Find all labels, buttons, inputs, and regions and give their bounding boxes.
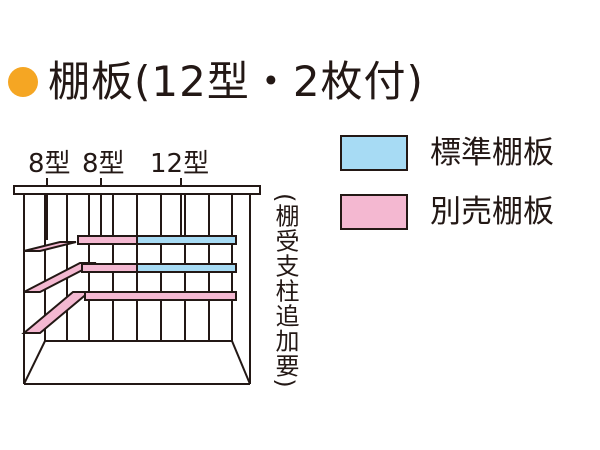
page-title: 棚板(12型・2枚付) bbox=[48, 57, 424, 106]
legend: 標準棚板 別売棚板 bbox=[340, 133, 554, 251]
legend-item-standard: 標準棚板 bbox=[340, 133, 554, 173]
optional-swatch bbox=[340, 194, 408, 230]
shelf-middle-left bbox=[81, 263, 138, 273]
legend-item-optional: 別売棚板 bbox=[340, 192, 554, 232]
shelf-top-side bbox=[23, 241, 77, 252]
cabinet-roof bbox=[13, 185, 261, 195]
legend-label-standard: 標準棚板 bbox=[430, 134, 554, 171]
orange-bullet-icon bbox=[8, 67, 38, 97]
label-8-type-b: 8型 bbox=[82, 149, 125, 179]
shelf-middle-right bbox=[136, 263, 237, 273]
label-8-type-a: 8型 bbox=[28, 149, 71, 179]
shelf-top-right bbox=[136, 235, 237, 245]
cabinet-floor-left bbox=[23, 340, 46, 385]
shelf-labels: 8型 8型 12型 bbox=[28, 149, 209, 179]
storage-cabinet bbox=[13, 185, 261, 385]
shelf-bottom-back bbox=[84, 291, 237, 301]
cabinet-floor-right bbox=[231, 340, 251, 385]
standard-swatch bbox=[340, 135, 408, 171]
shelf-top-left bbox=[77, 235, 138, 245]
shelf-bottom-side bbox=[21, 291, 92, 334]
legend-label-optional: 別売棚板 bbox=[430, 193, 554, 230]
label-12-type: 12型 bbox=[150, 149, 209, 179]
side-note: (棚受支柱追加要) bbox=[268, 193, 302, 389]
side-note-text: (棚受支柱追加要) bbox=[271, 193, 299, 389]
title-row: 棚板(12型・2枚付) bbox=[8, 52, 424, 112]
